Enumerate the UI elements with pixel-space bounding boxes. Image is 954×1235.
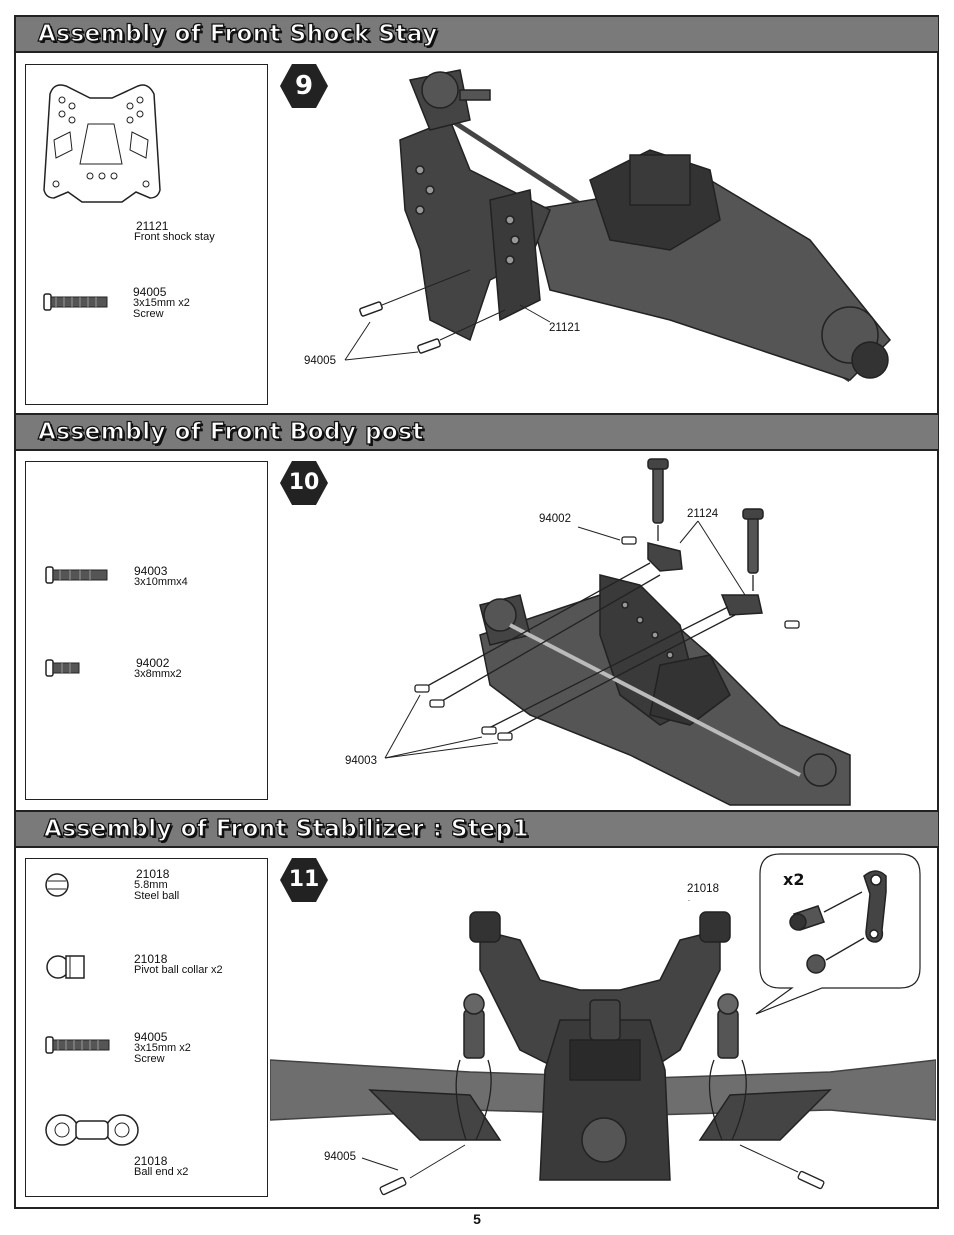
part-desc-ball-end: Ball end x2: [134, 1166, 189, 1178]
section-header-front-stabilizer: Assembly of Front Stabilizer : Step1: [16, 810, 938, 848]
part-desc-pivot-ball-collar: Pivot ball collar x2: [134, 964, 223, 976]
step-badge-11: [280, 858, 328, 902]
shock-stay-part-icon: [43, 84, 161, 203]
part-desc-screw: Screw: [133, 308, 164, 320]
front-body-post-assembly-drawing: [384, 458, 851, 806]
part-number-94003: 94003: [134, 564, 168, 578]
part-desc-steel-ball: Steel ball: [134, 890, 180, 902]
section-title: Assembly of Front Body post: [37, 418, 424, 445]
callout-94005: 94005: [324, 1151, 356, 1163]
front-shock-stay-assembly-drawing: [344, 69, 892, 383]
screw-94005-icon: [45, 1036, 110, 1054]
part-number-94002: 94002: [136, 656, 170, 670]
part-size-steel-ball: 5.8mm: [134, 879, 168, 891]
ball-end-icon: [45, 1114, 139, 1146]
inset-quantity: x2: [783, 870, 805, 889]
step-badge-9: [280, 64, 328, 108]
parts-list-step-10: 94003 3x10mmx4 94002 3x8mmx2: [25, 461, 268, 800]
callout-94005: 94005: [304, 355, 336, 367]
section-title: Assembly of Front Shock Stay: [37, 20, 438, 47]
callout-21121: 21121: [549, 322, 581, 334]
screw-94002-icon: [45, 659, 80, 677]
part-number-21121: 21121: [136, 219, 169, 233]
screw-94003-icon: [45, 566, 108, 584]
step-badge-10: [280, 461, 328, 505]
part-desc-screw: Screw: [134, 1053, 165, 1065]
screw-94005-icon: [43, 293, 108, 311]
section-header-front-shock-stay: Assembly of Front Shock Stay: [16, 15, 938, 53]
part-number-94005: 94005: [134, 1030, 168, 1044]
part-size-94005: 3x15mm x2: [134, 1042, 191, 1054]
part-number-21018-collar: 21018: [134, 952, 168, 966]
callout-21124: 21124: [687, 508, 719, 520]
part-number-21018-ball-end: 21018: [134, 1154, 168, 1168]
part-size-94002: 3x8mmx2: [134, 668, 182, 680]
callout-94003: 94003: [345, 755, 377, 767]
section-header-front-body-post: Assembly of Front Body post: [16, 413, 938, 451]
step-number-10: 10: [288, 470, 320, 495]
part-desc-front-shock-stay: Front shock stay: [134, 231, 215, 243]
pivot-ball-collar-icon: [46, 955, 85, 979]
step-number-11: 11: [288, 867, 320, 892]
page-number: 5: [473, 1211, 481, 1227]
part-size-94005: 3x15mm x2: [133, 297, 190, 309]
callout-94002: 94002: [539, 513, 571, 525]
step-number-9: 9: [294, 71, 314, 101]
part-number-21018-ball: 21018: [136, 867, 170, 881]
steel-ball-icon: [45, 873, 69, 897]
part-number-94005: 94005: [133, 285, 167, 299]
part-size-94003: 3x10mmx4: [134, 576, 188, 588]
front-stabilizer-assembly-drawing: [270, 900, 936, 1196]
parts-list-step-11: 21018 5.8mm Steel ball 21018 Pivot ball …: [25, 858, 268, 1197]
section-title: Assembly of Front Stabilizer : Step1: [43, 815, 530, 842]
callout-21018: 21018: [687, 883, 719, 895]
ball-end-inset-bubble: [755, 853, 921, 1015]
parts-list-step-9: 21121 Front shock stay 94005 3x15mm x2 S…: [25, 64, 268, 405]
